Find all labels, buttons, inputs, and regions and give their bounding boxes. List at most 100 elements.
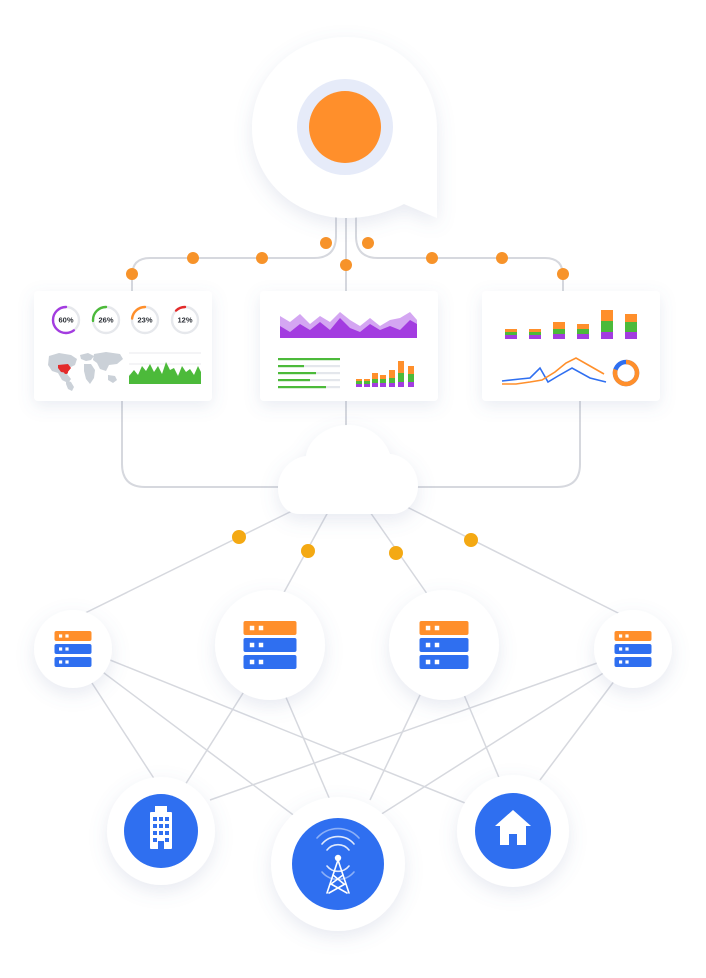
building-window bbox=[165, 831, 169, 835]
gauge-arc bbox=[170, 305, 200, 335]
tower-brace bbox=[332, 874, 345, 885]
stacked-bar-segment bbox=[398, 382, 404, 387]
stacked-bar-segment bbox=[529, 332, 541, 335]
gauge-label: 26% bbox=[98, 316, 113, 325]
server-stack-icon bbox=[243, 621, 297, 669]
server-led bbox=[625, 634, 629, 638]
bus-dot bbox=[496, 252, 508, 264]
server-led bbox=[619, 647, 623, 651]
map-land bbox=[66, 380, 74, 391]
link-dot bbox=[464, 533, 478, 547]
radio-tower-icon bbox=[316, 827, 360, 894]
gauge-label: 12% bbox=[177, 316, 192, 325]
map-land bbox=[108, 375, 117, 383]
building-window bbox=[153, 824, 157, 828]
stacked-bar-segment bbox=[408, 374, 414, 382]
stacked-bar-segment bbox=[625, 322, 637, 332]
tower-brace bbox=[330, 883, 348, 894]
signal-wave bbox=[326, 843, 350, 851]
server-led bbox=[65, 647, 69, 651]
bus-dot bbox=[362, 237, 374, 249]
link-dot bbox=[389, 546, 403, 560]
hbar-fill bbox=[278, 358, 340, 361]
speech-bubble-logo-icon bbox=[252, 37, 437, 218]
server-nodes bbox=[34, 590, 672, 700]
bus-dot bbox=[126, 268, 138, 280]
map-land bbox=[93, 352, 123, 371]
server-unit bbox=[419, 638, 469, 652]
stacked-bar-segment bbox=[356, 379, 362, 381]
server-stack-icon bbox=[614, 631, 652, 667]
server-led bbox=[425, 642, 431, 648]
link-s4-home bbox=[539, 679, 616, 781]
server-unit bbox=[54, 657, 92, 667]
bus-dot bbox=[187, 252, 199, 264]
gauge-row: 60%26%23%12% bbox=[51, 305, 200, 335]
hbar-fill bbox=[278, 386, 326, 389]
logo-core bbox=[309, 91, 381, 163]
area-series-purple bbox=[280, 318, 417, 338]
stacked-bar-segment bbox=[529, 329, 541, 332]
tower-brace bbox=[328, 883, 346, 894]
stacked-bar-segment bbox=[364, 384, 370, 387]
office-building-icon bbox=[150, 806, 172, 849]
stacked-bar-segment bbox=[372, 373, 378, 379]
endpoint-tower bbox=[271, 797, 405, 931]
server-led bbox=[59, 647, 63, 651]
gauge: 26% bbox=[91, 305, 121, 335]
bus-dot bbox=[426, 252, 438, 264]
cloud-shape bbox=[278, 425, 418, 514]
tower-brace bbox=[330, 874, 344, 885]
gauge: 12% bbox=[170, 305, 200, 335]
stacked-bar-segment bbox=[380, 379, 386, 383]
server-stack-icon bbox=[419, 621, 469, 669]
building-window bbox=[165, 817, 169, 821]
building-window bbox=[159, 824, 163, 828]
stacked-bar-segment bbox=[577, 329, 589, 334]
map-land bbox=[84, 364, 95, 384]
stacked-bar-segment bbox=[356, 384, 362, 387]
stacked-bar-segment bbox=[356, 381, 362, 384]
stacked-bar-segment bbox=[398, 373, 404, 382]
server-unit bbox=[419, 655, 469, 669]
server-led bbox=[619, 660, 623, 664]
stacked-bar-segment bbox=[408, 366, 414, 374]
stacked-bar-segment bbox=[380, 383, 386, 387]
gauge-arc bbox=[91, 305, 121, 335]
server-led bbox=[625, 660, 629, 664]
stacked-bar-segment bbox=[505, 332, 517, 335]
gauge-label: 60% bbox=[58, 316, 73, 325]
building-window bbox=[159, 817, 163, 821]
donut-chart bbox=[612, 359, 640, 387]
link-s1-building bbox=[89, 679, 156, 781]
link-s2-building bbox=[184, 689, 246, 786]
dashboard-card-bars bbox=[482, 291, 660, 401]
stacked-bar-segment bbox=[577, 334, 589, 339]
stacked-bar-segment bbox=[372, 383, 378, 387]
signal-wave bbox=[321, 835, 355, 845]
server-stack-icon bbox=[54, 631, 92, 667]
gauge: 60% bbox=[51, 305, 81, 335]
server-led bbox=[434, 625, 440, 631]
stacked-bar-segment bbox=[389, 378, 395, 383]
stacked-bar-segment bbox=[553, 322, 565, 329]
connector-left-card-cloud bbox=[121, 400, 290, 488]
server-unit bbox=[419, 621, 469, 635]
bus-dot bbox=[320, 237, 332, 249]
server-led bbox=[249, 642, 255, 648]
cloud-link-dots bbox=[232, 530, 478, 560]
hbar-fill bbox=[278, 365, 304, 368]
hbar-fill bbox=[278, 379, 310, 382]
server-led bbox=[425, 625, 431, 631]
server-unit bbox=[614, 631, 652, 641]
stacked-bar-chart bbox=[505, 310, 637, 339]
stacked-bar-segment bbox=[389, 383, 395, 387]
line-series-orange bbox=[502, 357, 605, 385]
gauge-arc bbox=[51, 305, 81, 335]
server-led bbox=[625, 647, 629, 651]
link-s1-home bbox=[109, 659, 471, 806]
bus-dot bbox=[256, 252, 268, 264]
server-led bbox=[59, 634, 63, 638]
map-highlight-dot bbox=[64, 370, 68, 374]
